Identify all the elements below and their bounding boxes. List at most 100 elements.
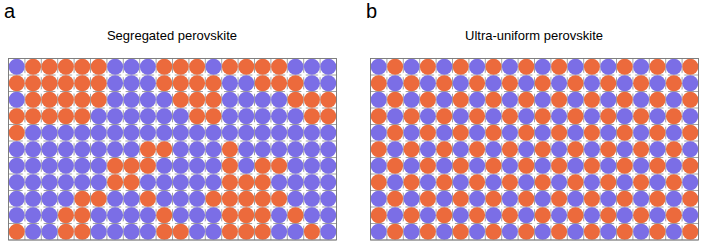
cation-circle bbox=[568, 75, 584, 91]
cation-circle bbox=[682, 125, 698, 141]
halide-diamond bbox=[548, 89, 553, 94]
cation-circle bbox=[74, 224, 90, 240]
cation-circle bbox=[189, 191, 205, 207]
cation-circle bbox=[387, 92, 403, 108]
cation-circle bbox=[371, 158, 387, 174]
halide-diamond bbox=[285, 122, 290, 127]
cation-circle bbox=[404, 224, 420, 240]
halide-diamond bbox=[647, 221, 652, 226]
halide-diamond bbox=[285, 171, 290, 176]
halide-diamond bbox=[170, 155, 175, 160]
cation-circle bbox=[206, 191, 222, 207]
halide-diamond bbox=[647, 155, 652, 160]
cation-circle bbox=[518, 207, 534, 223]
halide-diamond bbox=[532, 221, 537, 226]
cation-circle bbox=[140, 125, 156, 141]
halide-diamond bbox=[318, 72, 323, 77]
cation-circle bbox=[255, 158, 271, 174]
halide-diamond bbox=[285, 204, 290, 209]
cation-circle bbox=[420, 75, 436, 91]
cation-circle bbox=[666, 158, 682, 174]
cation-circle bbox=[91, 141, 107, 157]
cation-circle bbox=[436, 141, 452, 157]
halide-diamond bbox=[236, 171, 241, 176]
halide-diamond bbox=[581, 105, 586, 110]
cation-circle bbox=[600, 92, 616, 108]
cation-circle bbox=[107, 75, 123, 91]
halide-diamond bbox=[318, 122, 323, 127]
halide-diamond bbox=[236, 221, 241, 226]
cation-circle bbox=[173, 75, 189, 91]
cation-circle bbox=[156, 125, 172, 141]
halide-diamond bbox=[401, 204, 406, 209]
halide-diamond bbox=[236, 204, 241, 209]
halide-diamond bbox=[401, 171, 406, 176]
halide-diamond bbox=[154, 138, 159, 143]
halide-diamond bbox=[154, 122, 159, 127]
cation-circle bbox=[74, 174, 90, 190]
lattice-illustration bbox=[8, 58, 337, 241]
cation-circle bbox=[518, 125, 534, 141]
halide-diamond bbox=[22, 221, 27, 226]
halide-diamond bbox=[252, 155, 257, 160]
cation-circle bbox=[320, 108, 336, 124]
cation-circle bbox=[371, 108, 387, 124]
cation-circle bbox=[502, 92, 518, 108]
halide-diamond bbox=[663, 188, 668, 193]
halide-diamond bbox=[22, 72, 27, 77]
halide-diamond bbox=[170, 204, 175, 209]
halide-diamond bbox=[154, 155, 159, 160]
halide-diamond bbox=[466, 171, 471, 176]
halide-diamond bbox=[401, 221, 406, 226]
halide-diamond bbox=[219, 171, 224, 176]
cation-circle bbox=[568, 207, 584, 223]
cation-circle bbox=[453, 224, 469, 240]
cation-circle bbox=[600, 59, 616, 75]
halide-diamond bbox=[532, 122, 537, 127]
halide-diamond bbox=[170, 72, 175, 77]
halide-diamond bbox=[434, 138, 439, 143]
halide-diamond bbox=[417, 155, 422, 160]
cation-circle bbox=[650, 92, 666, 108]
cation-circle bbox=[173, 59, 189, 75]
cation-circle bbox=[304, 59, 320, 75]
cation-circle bbox=[189, 75, 205, 91]
cation-circle bbox=[584, 191, 600, 207]
cation-circle bbox=[91, 108, 107, 124]
halide-diamond bbox=[203, 204, 208, 209]
cation-circle bbox=[74, 59, 90, 75]
halide-diamond bbox=[55, 138, 60, 143]
cation-circle bbox=[124, 108, 140, 124]
cation-circle bbox=[650, 59, 666, 75]
halide-diamond bbox=[434, 72, 439, 77]
halide-diamond bbox=[203, 155, 208, 160]
halide-diamond bbox=[88, 188, 93, 193]
halide-diamond bbox=[565, 105, 570, 110]
halide-diamond bbox=[170, 188, 175, 193]
cation-circle bbox=[469, 158, 485, 174]
halide-diamond bbox=[318, 138, 323, 143]
cation-circle bbox=[91, 174, 107, 190]
cation-circle bbox=[682, 108, 698, 124]
halide-diamond bbox=[301, 122, 306, 127]
halide-diamond bbox=[598, 155, 603, 160]
cation-circle bbox=[238, 92, 254, 108]
halide-diamond bbox=[219, 72, 224, 77]
cation-circle bbox=[156, 141, 172, 157]
halide-diamond bbox=[401, 105, 406, 110]
halide-diamond bbox=[285, 221, 290, 226]
cation-circle bbox=[568, 92, 584, 108]
halide-diamond bbox=[137, 72, 142, 77]
cation-circle bbox=[436, 59, 452, 75]
halide-diamond bbox=[268, 155, 273, 160]
cation-circle bbox=[568, 174, 584, 190]
cation-circle bbox=[584, 224, 600, 240]
halide-diamond bbox=[630, 204, 635, 209]
cation-circle bbox=[535, 158, 551, 174]
cation-circle bbox=[617, 224, 633, 240]
halide-diamond bbox=[401, 155, 406, 160]
cation-circle bbox=[436, 92, 452, 108]
halide-diamond bbox=[39, 221, 44, 226]
cation-circle bbox=[74, 158, 90, 174]
halide-diamond bbox=[499, 105, 504, 110]
